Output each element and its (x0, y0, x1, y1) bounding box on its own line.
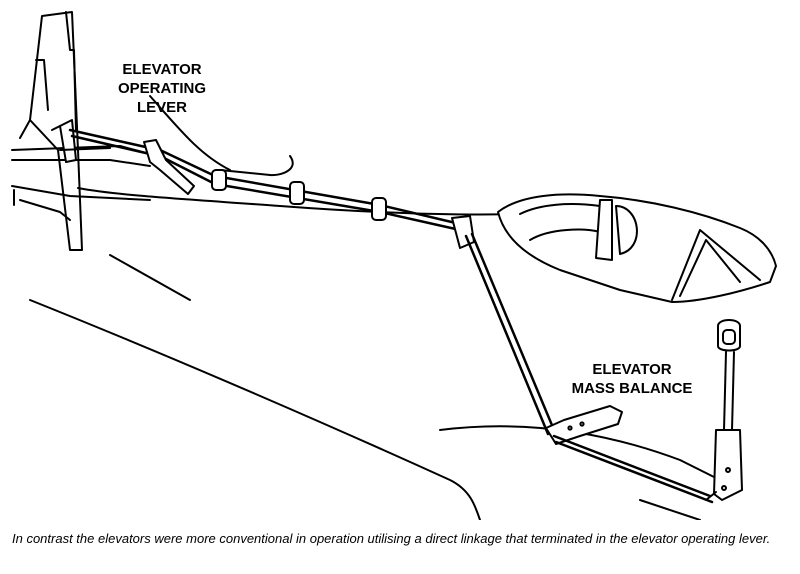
figure-caption: In contrast the elevators were more conv… (12, 531, 771, 546)
canopy (497, 193, 777, 303)
label-line: OPERATING (117, 80, 207, 97)
forward-bellcrank (451, 215, 475, 249)
elevator-push-rod (68, 128, 462, 232)
elevator-linkage-diagram (11, 11, 777, 520)
diagonal-push-rod (464, 232, 556, 436)
label-line: MASS BALANCE (571, 380, 693, 397)
rod-guides (211, 169, 387, 221)
elevator-operating-lever-label: ELEVATOR OPERATING LEVER (96, 60, 228, 117)
lower-push-rod (552, 434, 714, 504)
control-column (705, 319, 743, 501)
tail-fin (19, 11, 83, 251)
elevator-mass-balance-label: ELEVATOR MASS BALANCE (556, 360, 708, 398)
label-line: ELEVATOR (122, 61, 202, 78)
label-line: ELEVATOR (592, 361, 672, 378)
tail-bellcrank (143, 139, 195, 195)
fuselage (29, 95, 721, 520)
label-line: LEVER (136, 99, 187, 116)
